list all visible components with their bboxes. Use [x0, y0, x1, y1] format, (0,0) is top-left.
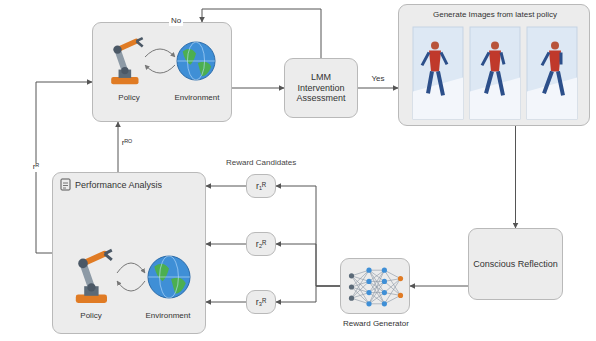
flow-arrow — [515, 126, 516, 228]
node-text: Reward Generator — [326, 319, 426, 328]
flow-arrow — [276, 286, 340, 302]
edge-label: rᴿᴼ — [120, 139, 134, 148]
edge-label: Yes — [369, 75, 386, 84]
flow-arrow — [276, 244, 340, 286]
flow-arrow — [276, 186, 340, 286]
clipboard-icon — [61, 179, 70, 190]
robot-arm-icon — [111, 38, 143, 84]
node-text: Environment — [167, 93, 227, 102]
node-text: Policy — [65, 311, 117, 320]
node-text: Generate Images from latest policy — [403, 10, 587, 19]
node-text: r₃ᴿ — [256, 297, 267, 307]
generated-image — [470, 27, 520, 119]
node-text: Policy — [103, 93, 155, 102]
generated-image — [413, 27, 463, 119]
illustration — [53, 173, 205, 333]
flow-arrow — [232, 88, 284, 89]
cycle-arrows — [117, 263, 145, 291]
flow-arrow — [358, 88, 398, 89]
node-text: Conscious Reflection — [473, 259, 558, 269]
node-text: Environment — [137, 311, 199, 320]
globe-icon — [177, 42, 215, 80]
cycle-arrows — [145, 49, 175, 73]
illustration — [399, 5, 589, 125]
flow-arrow — [410, 286, 468, 287]
policy-environment-box: Policy Environment — [92, 22, 232, 122]
reward-candidate: r₁ᴿ — [246, 174, 276, 198]
edge-label: rᴿ — [31, 163, 41, 172]
group-label: Reward Candidates — [226, 158, 296, 167]
flow-arrow — [206, 302, 246, 303]
illustration — [341, 259, 409, 313]
image-generation-box: Generate Images from latest policy — [398, 4, 590, 126]
flow-arrow — [118, 122, 119, 172]
globe-icon — [148, 256, 190, 298]
robot-arm-icon — [76, 250, 112, 303]
node-text: LMM Intervention Assessment — [288, 72, 354, 103]
reward-candidate: r₂ᴿ — [246, 232, 276, 256]
flow-arrow — [206, 244, 246, 245]
edge-label: No — [169, 17, 183, 26]
reward-generator-icon: Reward Generator — [340, 258, 410, 314]
performance-analysis-box: Performance AnalysisPolicy Environment — [52, 172, 206, 334]
node-text: r₂ᴿ — [256, 239, 267, 249]
generated-image — [527, 27, 577, 119]
flow-arrow — [206, 186, 246, 187]
reflection-box: Conscious Reflection — [468, 228, 563, 300]
illustration — [93, 23, 231, 121]
neural-network-icon — [349, 268, 403, 307]
reward-candidate: r₃ᴿ — [246, 290, 276, 314]
node-text: r₁ᴿ — [256, 181, 266, 191]
assessment-box: LMM Intervention Assessment — [284, 58, 358, 118]
node-text: Performance Analysis — [75, 180, 195, 190]
